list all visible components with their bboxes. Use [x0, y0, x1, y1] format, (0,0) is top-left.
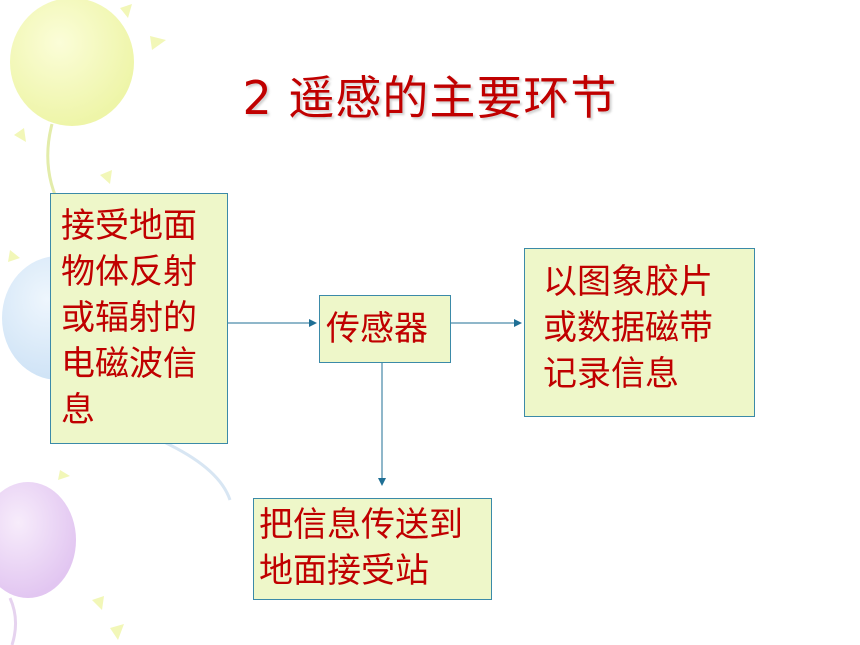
- node-sensor: 传感器: [319, 295, 451, 363]
- purple-balloon-icon: [0, 482, 76, 598]
- node-em-source-line: 电磁波信: [61, 344, 197, 384]
- node-record-line: 以图象胶片: [543, 262, 713, 302]
- node-transmit-line: 把信息传送到: [259, 505, 463, 545]
- node-em-source-line: 或辐射的: [61, 298, 197, 338]
- node-em-source-line: 接受地面: [61, 206, 197, 246]
- node-transmit-line: 地面接受站: [259, 551, 429, 591]
- node-transmit: 把信息传送到 地面接受站: [253, 498, 492, 600]
- node-sensor-label: 传感器: [326, 309, 428, 349]
- node-em-source-line: 息: [61, 390, 95, 430]
- node-em-source-line: 物体反射: [61, 252, 197, 292]
- slide-title: 2 遥感的主要环节: [242, 71, 618, 125]
- node-record: 以图象胶片 或数据磁带 记录信息: [524, 248, 755, 417]
- node-record-line: 记录信息: [543, 354, 679, 394]
- node-record-line: 或数据磁带: [543, 308, 713, 348]
- yellow-balloon-icon: [10, 0, 134, 126]
- node-em-source: 接受地面 物体反射 或辐射的 电磁波信 息: [50, 193, 228, 444]
